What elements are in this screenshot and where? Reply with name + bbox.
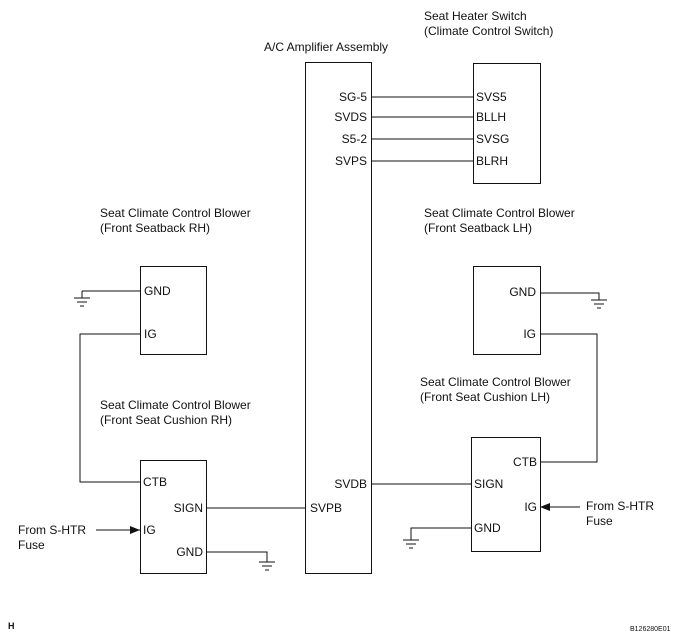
fuse-left-line1: From S-HTR — [18, 523, 86, 537]
rh-cushion-pin-sign: SIGN — [173, 501, 203, 515]
rh-cushion-title-line2: (Front Seat Cushion RH) — [100, 413, 233, 427]
lh-cushion-title-line1: Seat Climate Control Blower — [420, 375, 571, 389]
rh-cushion-title-line1: Seat Climate Control Blower — [100, 398, 251, 412]
amp-pin-sg5: SG-5 — [338, 90, 367, 104]
switch-box — [473, 63, 541, 184]
arrow-right-fuse — [540, 503, 550, 511]
wire-lh-cushion-gnd — [410, 527, 471, 540]
arrow-left-fuse — [130, 526, 140, 534]
wire-lh-ig-ctb — [540, 333, 598, 463]
figure-code: B126280E01 — [630, 626, 671, 633]
rh-cushion-pin-gnd: GND — [176, 545, 203, 559]
switch-title-line1: Seat Heater Switch — [424, 9, 527, 23]
rh-back-pin-gnd: GND — [144, 284, 171, 298]
amp-pin-svdb: SVDB — [334, 477, 367, 491]
switch-pin-bllh: BLLH — [476, 110, 507, 124]
rh-back-title-line1: Seat Climate Control Blower — [100, 206, 251, 220]
rh-seatback-blower-box — [140, 266, 207, 355]
wire-lh-back-gnd — [540, 292, 600, 300]
lh-seatback-blower-box — [473, 266, 541, 355]
lh-cushion-pin-ctb: CTB — [513, 455, 537, 469]
rh-cushion-pin-ctb: CTB — [143, 475, 167, 489]
rh-back-pin-ig: IG — [144, 327, 157, 341]
amplifier-box — [305, 62, 372, 574]
rh-cushion-pin-ig: IG — [143, 523, 156, 537]
wire-rh-ig-ctb — [79, 333, 140, 483]
amplifier-title: A/C Amplifier Assembly — [264, 40, 389, 54]
lh-cushion-pin-gnd: GND — [474, 521, 501, 535]
switch-pin-svs5: SVS5 — [476, 90, 507, 104]
lh-back-title-line2: (Front Seatback LH) — [424, 221, 533, 235]
lh-back-pin-ig: IG — [523, 327, 536, 341]
amp-pin-s52: S5-2 — [341, 132, 367, 146]
lh-back-title-line1: Seat Climate Control Blower — [424, 206, 575, 220]
rh-cushion-blower-box — [140, 460, 207, 574]
fuse-right-line2: Fuse — [586, 514, 613, 528]
fuse-right-line1: From S-HTR — [586, 499, 654, 513]
rh-back-title-line2: (Front Seatback RH) — [100, 221, 211, 235]
switch-pin-blrh: BLRH — [476, 154, 509, 168]
switch-pin-svsg: SVSG — [476, 132, 510, 146]
amp-pin-svps: SVPS — [334, 154, 367, 168]
lh-cushion-blower-box — [471, 437, 541, 552]
fuse-left-line2: Fuse — [18, 538, 45, 552]
amp-pin-svds: SVDS — [334, 110, 367, 124]
amp-pin-svpb: SVPB — [310, 501, 343, 515]
lh-cushion-title-line2: (Front Seat Cushion LH) — [420, 390, 551, 404]
lh-cushion-pin-ig: IG — [524, 500, 537, 514]
switch-title-line2: (Climate Control Switch) — [424, 24, 554, 38]
corner-letter: H — [8, 621, 15, 631]
lh-cushion-pin-sign: SIGN — [474, 477, 504, 491]
wire-rh-cushion-gnd — [206, 551, 268, 562]
lh-back-pin-gnd: GND — [509, 285, 536, 299]
